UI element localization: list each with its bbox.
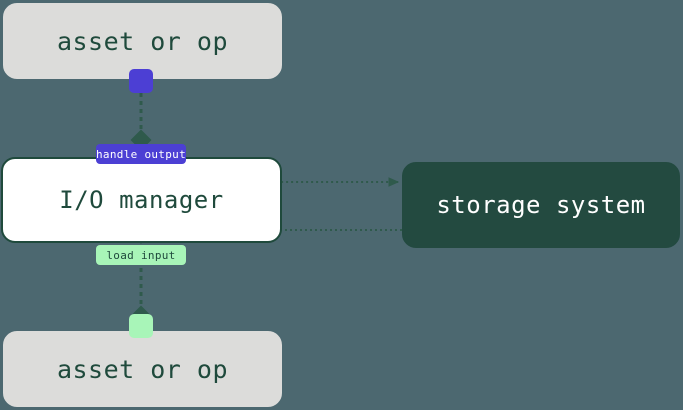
node-label: asset or op: [56, 26, 229, 56]
output-port-square[interactable]: [129, 69, 153, 93]
edge-badge-load-input[interactable]: load input: [96, 245, 186, 265]
node-label: asset or op: [56, 354, 229, 384]
node-asset-or-op-bottom[interactable]: asset or op: [3, 331, 282, 407]
node-io-manager[interactable]: I/O manager: [1, 157, 282, 243]
input-port-square[interactable]: [129, 314, 153, 338]
edge-badge-label: handle output: [96, 147, 186, 161]
edge-badge-label: load input: [106, 248, 176, 262]
node-asset-or-op-top[interactable]: asset or op: [3, 3, 282, 79]
edge-badge-handle-output[interactable]: handle output: [96, 144, 186, 164]
node-storage-system[interactable]: storage system: [402, 162, 680, 248]
node-label: storage system: [436, 191, 646, 219]
node-label: I/O manager: [59, 186, 224, 214]
